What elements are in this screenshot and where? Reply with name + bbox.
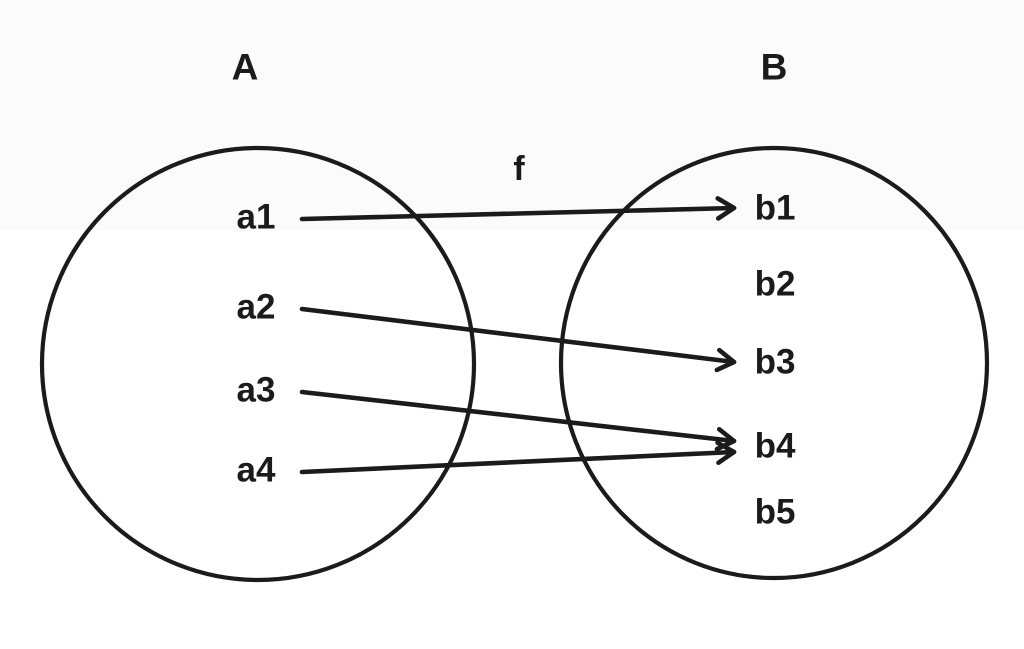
set-b-circle — [558, 145, 990, 581]
set-a-element-label: a1 — [236, 197, 276, 237]
set-b-element-label: b4 — [754, 426, 796, 466]
set-b-title: B — [760, 46, 788, 88]
set-b-element-label: b5 — [754, 492, 796, 532]
set-a-circle — [39, 145, 477, 583]
mapping-arrow — [299, 440, 737, 475]
mapping-arrow — [299, 306, 737, 373]
set-a-element-label: a4 — [236, 450, 276, 490]
mapping-arrow — [299, 196, 737, 222]
set-b-element-label: b1 — [754, 188, 796, 228]
set-a-element-label: a3 — [236, 370, 276, 410]
function-label: f — [513, 150, 525, 188]
set-b-element-label: b3 — [754, 342, 796, 382]
set-a-element-label: a2 — [236, 287, 276, 327]
set-a-title: A — [231, 46, 259, 88]
mapping-arrow — [299, 389, 737, 452]
mapping-arrows-layer — [299, 196, 737, 475]
set-b-element-label: b2 — [754, 264, 796, 304]
